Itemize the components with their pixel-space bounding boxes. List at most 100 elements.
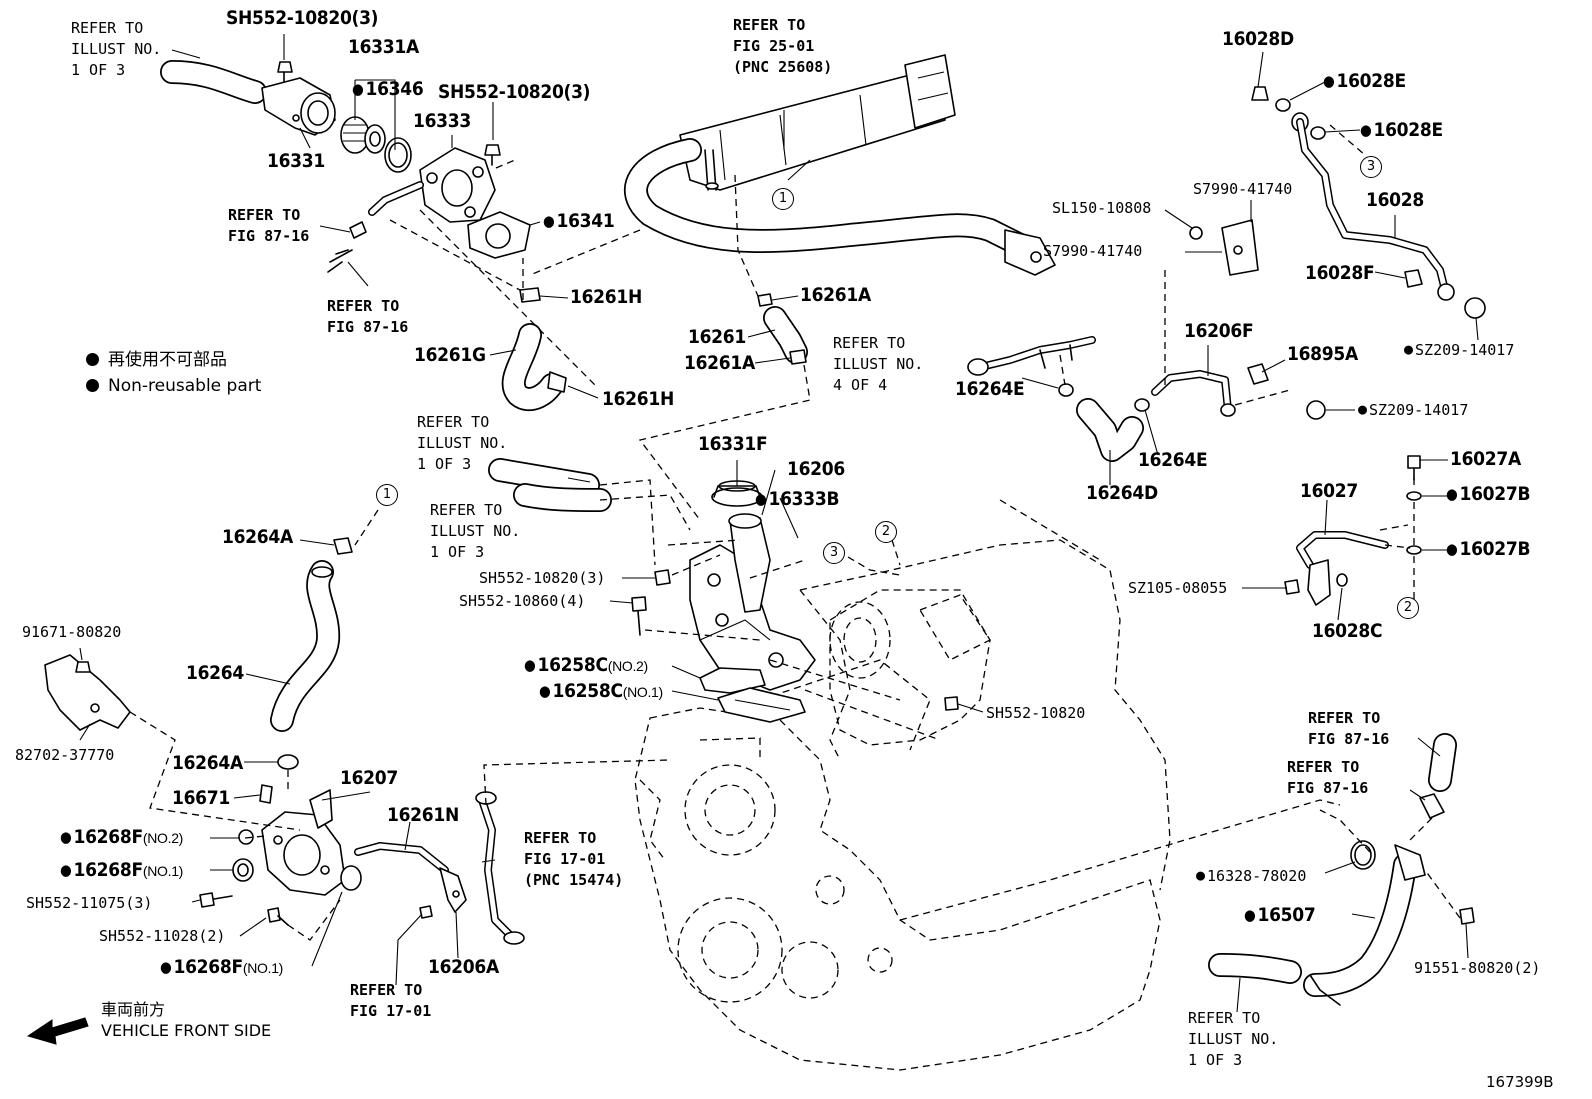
part-label: 16331F <box>698 433 768 455</box>
part-label-nonreusable: 16258C(NO.1) <box>539 682 663 701</box>
ref-illust-1of3-top-left: REFER TO ILLUST NO. 1 OF 3 <box>71 19 162 79</box>
part-label-nonreusable: 16333B <box>755 490 839 509</box>
part-label-nonreusable: 16328-78020 <box>1196 866 1306 887</box>
legend-non-reusable-jp: 再使用不可部品 <box>86 352 227 369</box>
part-label: 16028 <box>1366 189 1424 211</box>
part-label: 16333 <box>413 110 471 132</box>
ref-fig-87-16-d: REFER TO FIG 87-16 <box>1287 758 1369 797</box>
part-label: 16264E <box>1138 449 1208 471</box>
part-label: 16261H <box>602 388 674 410</box>
part-label: S7990-41740 <box>1043 242 1143 260</box>
part-label: 16264E <box>955 378 1025 400</box>
part-label: 16028F <box>1305 262 1375 284</box>
hose-16264 <box>270 537 353 732</box>
part-label: SH552-10820(3) <box>438 81 591 103</box>
pipe-16027-group <box>1284 455 1422 606</box>
part-label: SL150-10808 <box>1052 199 1152 217</box>
part-label: SH552-10860(4) <box>459 592 586 610</box>
callout-circle: 1 <box>376 484 398 506</box>
ref-fig-87-16-b: REFER TO FIG 87-16 <box>327 297 409 336</box>
alignment-lines <box>129 124 1461 941</box>
legend-bullet-icon <box>86 353 99 366</box>
part-label-nonreusable: 16258C(NO.2) <box>524 656 648 675</box>
hose-16261-group <box>757 293 808 365</box>
part-label-nonreusable: 16507 <box>1244 906 1315 925</box>
part-label: 16264A <box>172 752 243 774</box>
gaskets <box>699 667 806 723</box>
callout-circle: 2 <box>1397 597 1419 619</box>
part-label: SH552-10820(3) <box>226 7 379 29</box>
hose-16261g-group <box>501 287 567 412</box>
callout-circle: 3 <box>1360 156 1382 178</box>
part-label-nonreusable: SZ209-14017 <box>1358 400 1468 421</box>
part-label-nonreusable: 16341 <box>543 212 614 231</box>
part-label: 91671-80820 <box>22 623 122 641</box>
part-label: 16261H <box>570 286 642 308</box>
egr-pipe <box>623 54 1056 276</box>
ref-fig-87-16-a: REFER TO FIG 87-16 <box>228 206 310 245</box>
ref-fig-25-01: REFER TO FIG 25-01 (PNC 25608) <box>733 16 833 76</box>
part-label: SZ105-08055 <box>1128 579 1228 597</box>
ref-fig-17-01: REFER TO FIG 17-01 <box>350 981 432 1020</box>
legend-bullet-icon <box>86 379 99 392</box>
callout-circle: 3 <box>823 542 845 564</box>
callout-circle: 1 <box>772 188 794 210</box>
ref-illust-1of3-b: REFER TO ILLUST NO. 1 OF 3 <box>430 501 521 561</box>
part-label: 16331A <box>348 36 419 58</box>
part-label: 16206 <box>787 458 845 480</box>
pipe-16028-group <box>1189 86 1486 319</box>
part-label: 16331 <box>267 150 325 172</box>
ref-fig-87-16-c: REFER TO FIG 87-16 <box>1308 709 1390 748</box>
part-label-nonreusable: 16028E <box>1360 121 1443 140</box>
part-label: SH552-10820(3) <box>479 569 606 587</box>
part-label: 16261 <box>688 326 746 348</box>
front-arrow <box>26 1017 89 1045</box>
ref-illust-1of3-a: REFER TO ILLUST NO. 1 OF 3 <box>417 413 508 473</box>
leader-lines <box>79 34 1479 1013</box>
part-label: S7990-41740 <box>1193 180 1293 198</box>
part-label-nonreusable: 16268F(NO.2) <box>60 828 183 847</box>
water-outlet-housing <box>689 513 816 691</box>
part-label-nonreusable: 16028E <box>1323 72 1406 91</box>
elbow-16507-group <box>1208 733 1475 1006</box>
part-label: 16027 <box>1300 480 1358 502</box>
part-label: 16207 <box>340 767 398 789</box>
part-label-nonreusable: SZ209-14017 <box>1404 340 1514 361</box>
water-pump <box>199 754 362 926</box>
ref-illust-4of4: REFER TO ILLUST NO. 4 OF 4 <box>833 334 924 394</box>
part-label: SH552-11075(3) <box>26 894 153 912</box>
part-label: SH552-11028(2) <box>99 927 226 945</box>
part-label: 16895A <box>1287 343 1358 365</box>
bracket-82702 <box>44 654 131 731</box>
part-label: 16671 <box>172 787 230 809</box>
part-label-nonreusable: 16027B <box>1446 540 1530 559</box>
part-label: 16206F <box>1184 320 1254 342</box>
ref-fig-17-01-pnc: REFER TO FIG 17-01 (PNC 15474) <box>524 829 624 889</box>
turbo-assembly <box>759 589 991 751</box>
part-label: 16206A <box>428 956 499 978</box>
part-label: 16264A <box>222 526 293 548</box>
part-label-nonreusable: 16027B <box>1446 485 1530 504</box>
ref-illust-1of3-c: REFER TO ILLUST NO. 1 OF 3 <box>1188 1009 1279 1069</box>
part-label: 16264 <box>186 662 244 684</box>
pipe-16261n <box>354 842 467 919</box>
part-label: 91551-80820(2) <box>1414 959 1541 977</box>
part-label-nonreusable: 16268F(NO.1) <box>160 958 283 977</box>
part-label: 16028C <box>1312 620 1383 642</box>
part-label: 16261G <box>414 344 486 366</box>
part-label: 16261A <box>684 352 755 374</box>
engine-block <box>634 539 1341 1071</box>
legend-non-reusable-en: Non-reusable part <box>86 378 261 395</box>
thermostat-housing-group <box>160 60 531 273</box>
part-label-nonreusable: 16268F(NO.1) <box>60 861 183 880</box>
part-label: 82702-37770 <box>15 746 115 764</box>
part-label: SH552-10820 <box>986 704 1086 722</box>
part-label: 16264D <box>1086 482 1158 504</box>
callout-circle: 2 <box>875 521 897 543</box>
part-label: 16027A <box>1450 448 1521 470</box>
part-label-nonreusable: 16346 <box>352 80 423 99</box>
diagram-id: 167399B <box>1486 1073 1554 1091</box>
part-label: 16261A <box>800 284 871 306</box>
